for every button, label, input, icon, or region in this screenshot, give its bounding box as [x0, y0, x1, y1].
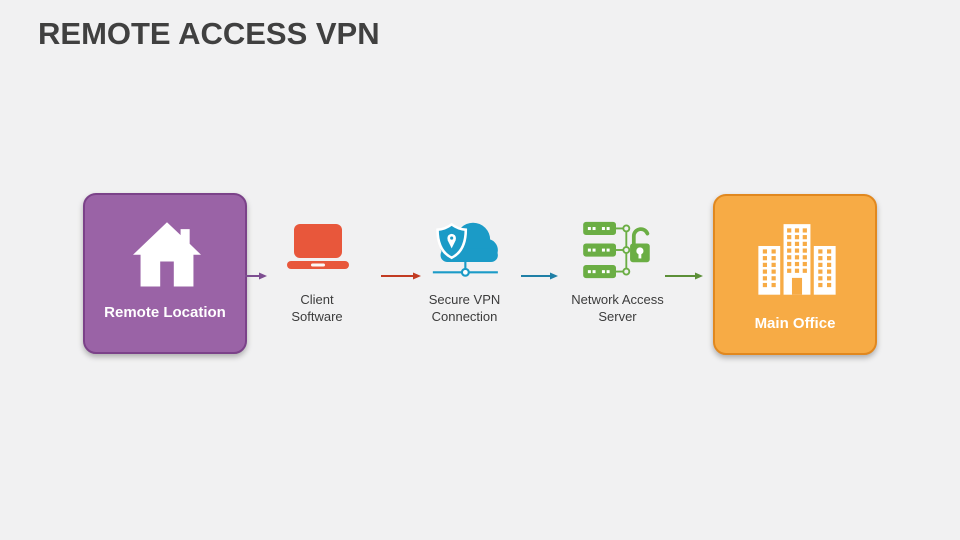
step-label-network-access-server: Network Access Server: [571, 292, 664, 324]
step-label-secure-vpn: Secure VPN Connection: [428, 292, 501, 324]
connector-arrow: [381, 271, 421, 281]
connector-arrow: [245, 271, 267, 281]
node-label: Main Office: [754, 315, 836, 332]
connector-arrow: [521, 271, 558, 281]
page-title: REMOTE ACCESS VPN: [38, 16, 380, 51]
step-label-client-software: Client Software: [291, 292, 343, 324]
house-icon: [129, 220, 205, 288]
office-buildings-icon: [755, 216, 839, 302]
node-label: Remote Location: [104, 304, 226, 321]
node-remote-location: Remote Location: [83, 193, 247, 354]
node-main-office: Main Office: [713, 194, 877, 355]
server-lock-icon: [582, 220, 650, 280]
cloud-shield-icon: [426, 214, 503, 287]
laptop-icon: [287, 224, 349, 269]
connector-arrow: [665, 271, 703, 281]
